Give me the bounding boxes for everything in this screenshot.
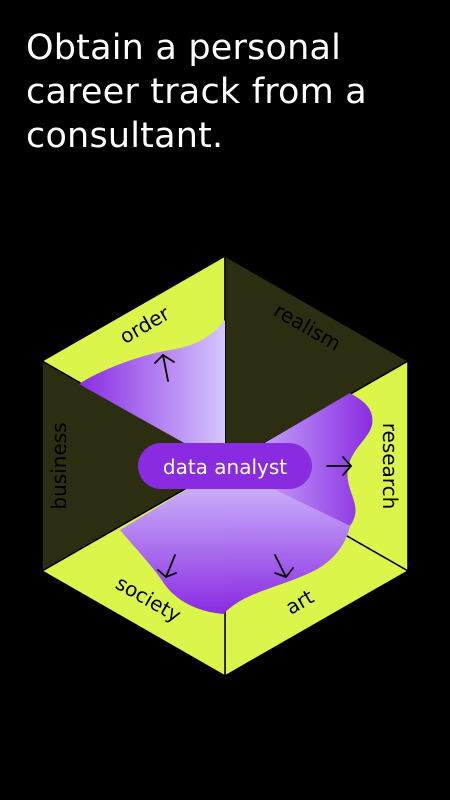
arrow-right-icon [326, 456, 353, 476]
arrow-down-icon [274, 554, 294, 579]
arrow-down-icon [157, 554, 177, 579]
wave-society [120, 466, 225, 614]
wave-art [225, 466, 350, 612]
arrow-up-icon [154, 353, 175, 382]
headline: Obtain a personal career track from a co… [26, 28, 367, 156]
center-label: data analyst [163, 455, 287, 479]
label-research: research [378, 423, 402, 510]
label-business: business [47, 422, 71, 509]
center-pill [138, 443, 312, 489]
wave-order [79, 320, 225, 466]
